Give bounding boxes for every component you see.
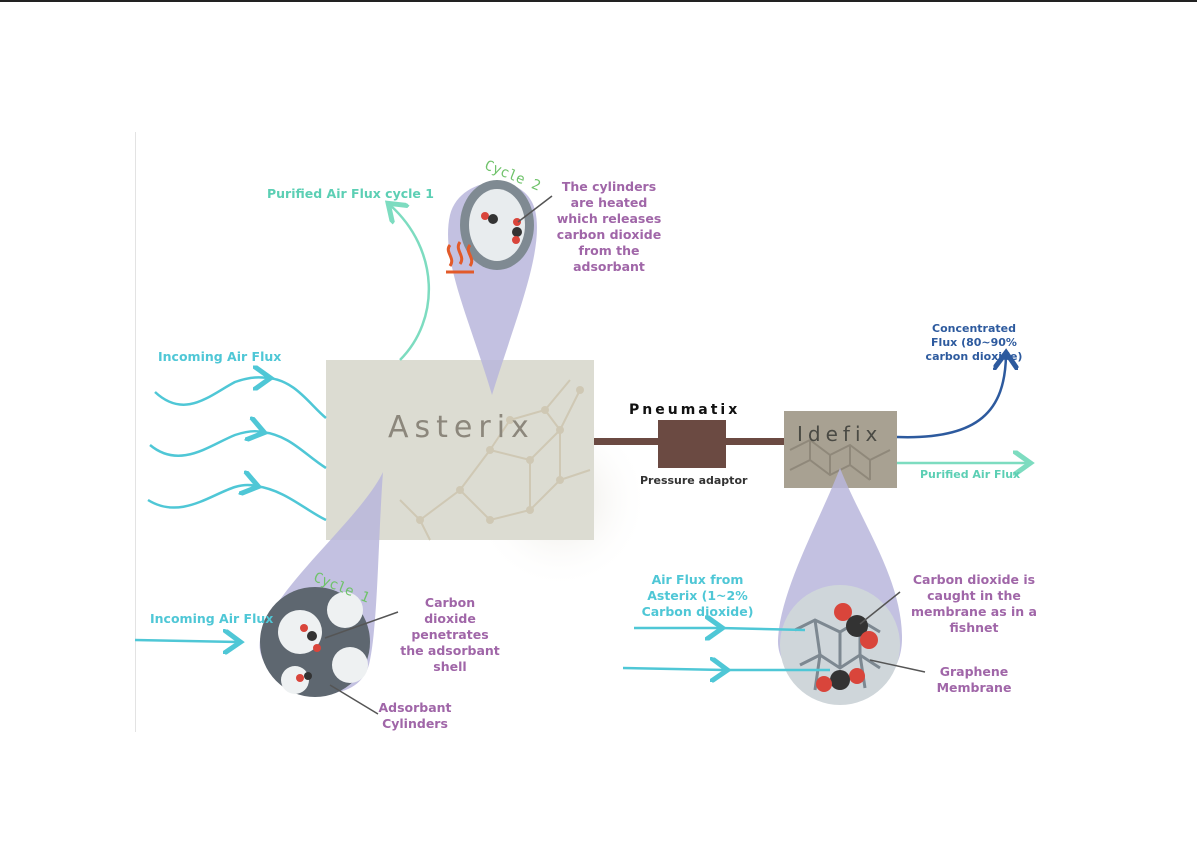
- graphene-membrane-label: Graphene Membrane: [936, 664, 1012, 695]
- concentrated-flux-arrow: [896, 355, 1006, 439]
- pneumatix-title: Pneumatix: [629, 402, 741, 418]
- co2-caught-label: Carbon dioxide is caught in the membrane…: [910, 572, 1037, 635]
- membrane-callout: [777, 468, 903, 705]
- incoming-air-arrow-bottom: [134, 640, 238, 642]
- idefix-title: Idefix: [797, 422, 883, 446]
- asterix-mesh-nodes: [416, 386, 584, 524]
- purified-cycle1-arrow: [390, 205, 430, 361]
- heated-note: The cylinders are heated which releases …: [556, 179, 662, 274]
- asterix-title: Asterix: [388, 410, 535, 445]
- pressure-adaptor-label: Pressure adaptor: [640, 474, 748, 487]
- concentrated-flux-label: Concentrated Flux (80~90% carbon dioxide…: [925, 322, 1023, 363]
- asterix-outflow-arrows: [622, 628, 830, 670]
- cycle2-callout: [446, 180, 537, 395]
- adsorbant-cylinders-label: Adsorbant Cylinders: [378, 700, 452, 731]
- air-from-asterix-label: Air Flux from Asterix (1~2% Carbon dioxi…: [641, 572, 754, 619]
- pressure-adaptor-block: [658, 420, 726, 468]
- membrane-pointer-line: [859, 591, 901, 625]
- incoming-air-label-top: Incoming Air Flux: [158, 349, 282, 364]
- incoming-air-label-bottom: Incoming Air Flux: [150, 611, 274, 626]
- incoming-air-arrows: [147, 377, 327, 522]
- cycle2-pointer-line: [517, 195, 553, 223]
- purified-cycle1-label: Purified Air Flux cycle 1: [267, 186, 434, 201]
- co2-penetrates-label: Carbon dioxide penetrates the adsorbant …: [400, 595, 500, 674]
- pneumatix-pipe: [594, 420, 784, 468]
- heat-icon: [446, 241, 474, 274]
- cycle1-pointer-line: [324, 611, 399, 639]
- left-border: [135, 132, 136, 732]
- top-border: [0, 0, 1197, 2]
- cycle1-callout: [259, 472, 383, 697]
- graphene-pointer-line: [869, 659, 926, 673]
- cylinders-pointer-line: [329, 684, 379, 715]
- asterix-mesh-pattern: [399, 379, 591, 541]
- purified-flux-label: Purified Air Flux: [920, 468, 1021, 481]
